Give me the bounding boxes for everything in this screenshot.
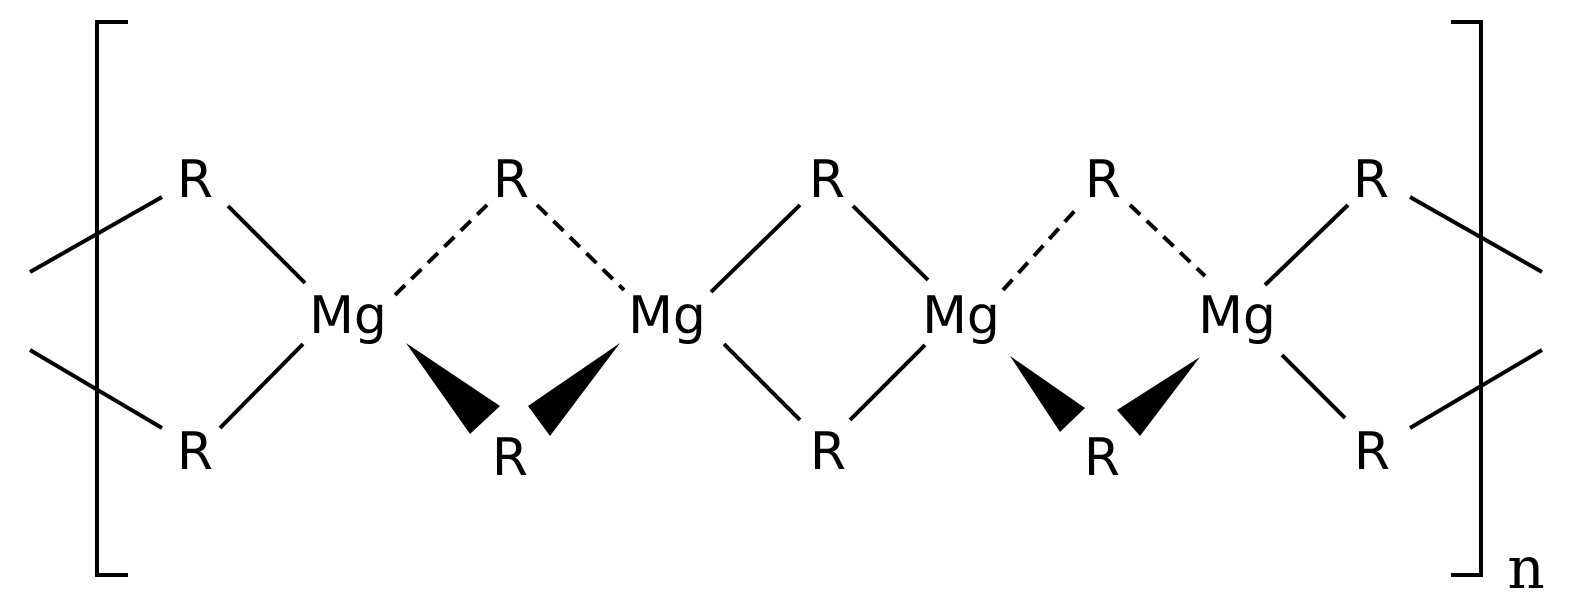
bond-mg1-r6 bbox=[218, 342, 305, 430]
wedge-bond-mg2-r7 bbox=[528, 343, 620, 436]
metal-mg-3: Mg bbox=[922, 286, 1000, 346]
wedge-bond-mg4-r9 bbox=[1117, 357, 1200, 436]
repeat-unit-subscript: n bbox=[1507, 534, 1544, 602]
bond-r3-mg3 bbox=[851, 204, 930, 282]
wedge-bond-mg3-r9 bbox=[1010, 356, 1085, 432]
ligand-r-top-5: R bbox=[1353, 150, 1389, 210]
dashed-bond-r4-mg4 bbox=[1128, 203, 1207, 278]
ligand-r-top-3: R bbox=[809, 150, 845, 210]
bond-mg4-r5 bbox=[1263, 203, 1350, 287]
wedge-bond-mg1-r7 bbox=[406, 343, 500, 434]
ligand-r-bottom-5: R bbox=[1354, 422, 1390, 482]
left-bracket bbox=[95, 20, 128, 577]
metal-mg-2: Mg bbox=[628, 286, 706, 346]
metal-mg-4: Mg bbox=[1198, 286, 1276, 346]
dashed-bond-r2-mg2 bbox=[535, 203, 626, 292]
ligand-r-bottom-4: R bbox=[1084, 428, 1120, 488]
dashed-bond-mg1-r2 bbox=[393, 203, 489, 297]
right-extension-bond-top bbox=[1409, 195, 1543, 274]
ligand-r-bottom-1: R bbox=[177, 422, 213, 482]
metal-mg-1: Mg bbox=[309, 286, 387, 346]
left-extension-bond-bottom bbox=[28, 348, 164, 430]
ligand-r-bottom-2: R bbox=[492, 428, 528, 488]
bond-mg2-r8 bbox=[722, 342, 802, 422]
ligand-r-top-2: R bbox=[493, 150, 529, 210]
ligand-r-top-1: R bbox=[177, 150, 213, 210]
bond-mg2-r3 bbox=[709, 203, 802, 294]
ligand-r-top-4: R bbox=[1085, 150, 1121, 210]
ligand-r-bottom-3: R bbox=[810, 422, 846, 482]
dashed-bond-mg3-r4 bbox=[1001, 203, 1082, 292]
bond-r1-mg1 bbox=[226, 204, 307, 285]
bond-mg4-r10 bbox=[1280, 353, 1347, 420]
left-extension-bond-top bbox=[29, 195, 163, 274]
right-bracket bbox=[1451, 20, 1483, 577]
bond-r8-mg3 bbox=[848, 343, 927, 422]
right-extension-bond-bottom bbox=[1408, 348, 1544, 430]
